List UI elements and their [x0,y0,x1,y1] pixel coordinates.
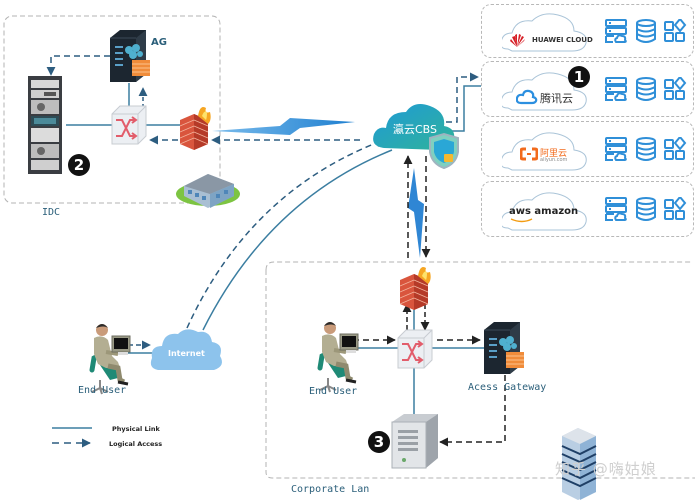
provider-name: 阿里云 [540,149,568,159]
badge-3: 3 [368,431,390,453]
watermark: 知乎 @嗨姑娘 [555,460,657,478]
office-tower-icon [561,428,597,500]
cbs-lan-links [403,155,431,258]
lan-link-bolt [408,168,424,258]
corporate-end-user-icon [320,322,358,392]
provider-aliyun[interactable]: 阿里云 aliyun.com [481,121,694,177]
service-icons [605,19,686,43]
provider-subtext: aliyun.com [540,157,568,163]
corporate-lan-boundary [265,261,695,479]
access-gateway-icon [483,321,525,375]
legend: Physical Link Logical Access [52,425,162,448]
legend-physical-label: Physical Link [112,425,160,433]
internet-cbs-links [186,138,393,331]
internet-end-user-label: End User [78,385,126,396]
service-icons [605,137,686,161]
ag-label: AG [151,37,167,48]
provider-huawei-cloud[interactable]: HUAWEI CLOUD [481,4,694,58]
corporate-switch-icon [397,329,433,369]
corporate-firewall-icon [399,266,432,311]
idc-firewall-icon [179,106,212,151]
corporate-links [350,300,506,447]
cbs-cloud-icon [373,104,459,170]
provider-name: aws amazon [509,206,579,217]
legend-logical-label: Logical Access [109,440,162,448]
access-gateway-label: Acess Gateway [468,382,546,393]
idc-links [46,55,360,145]
service-icons [605,197,686,221]
amazon-smile-icon [510,218,533,223]
aliyun-logo-icon [520,147,538,161]
corporate-end-user-label: End User [309,386,357,397]
rack-server-icon [28,76,62,174]
badge-2: 2 [68,154,90,176]
tencent-logo-icon [516,89,538,105]
provider-aws-amazon[interactable]: aws amazon [481,181,694,237]
provider-name: 腾讯云 [540,92,573,105]
idc-boundary [3,15,221,204]
cbs-label: 瀛云CBS [393,122,437,136]
ag-gateway-icon [109,29,151,83]
badge-1: 1 [568,66,590,88]
datacenter-building-icon [176,174,240,208]
internet-label: Internet [168,349,205,358]
file-server-icon [391,414,438,469]
idc-switch-icon [111,105,147,145]
provider-name: HUAWEI CLOUD [532,36,593,44]
corporate-lan-label: Corporate Lan [291,484,369,495]
huawei-logo-icon [510,34,525,47]
wan-link-bolt [212,118,355,135]
cbs-provider-links [446,72,482,132]
idc-label: IDC [42,207,60,218]
internet-end-user-icon [92,324,130,394]
service-icons [605,77,686,101]
internet-cloud-icon [150,329,222,370]
